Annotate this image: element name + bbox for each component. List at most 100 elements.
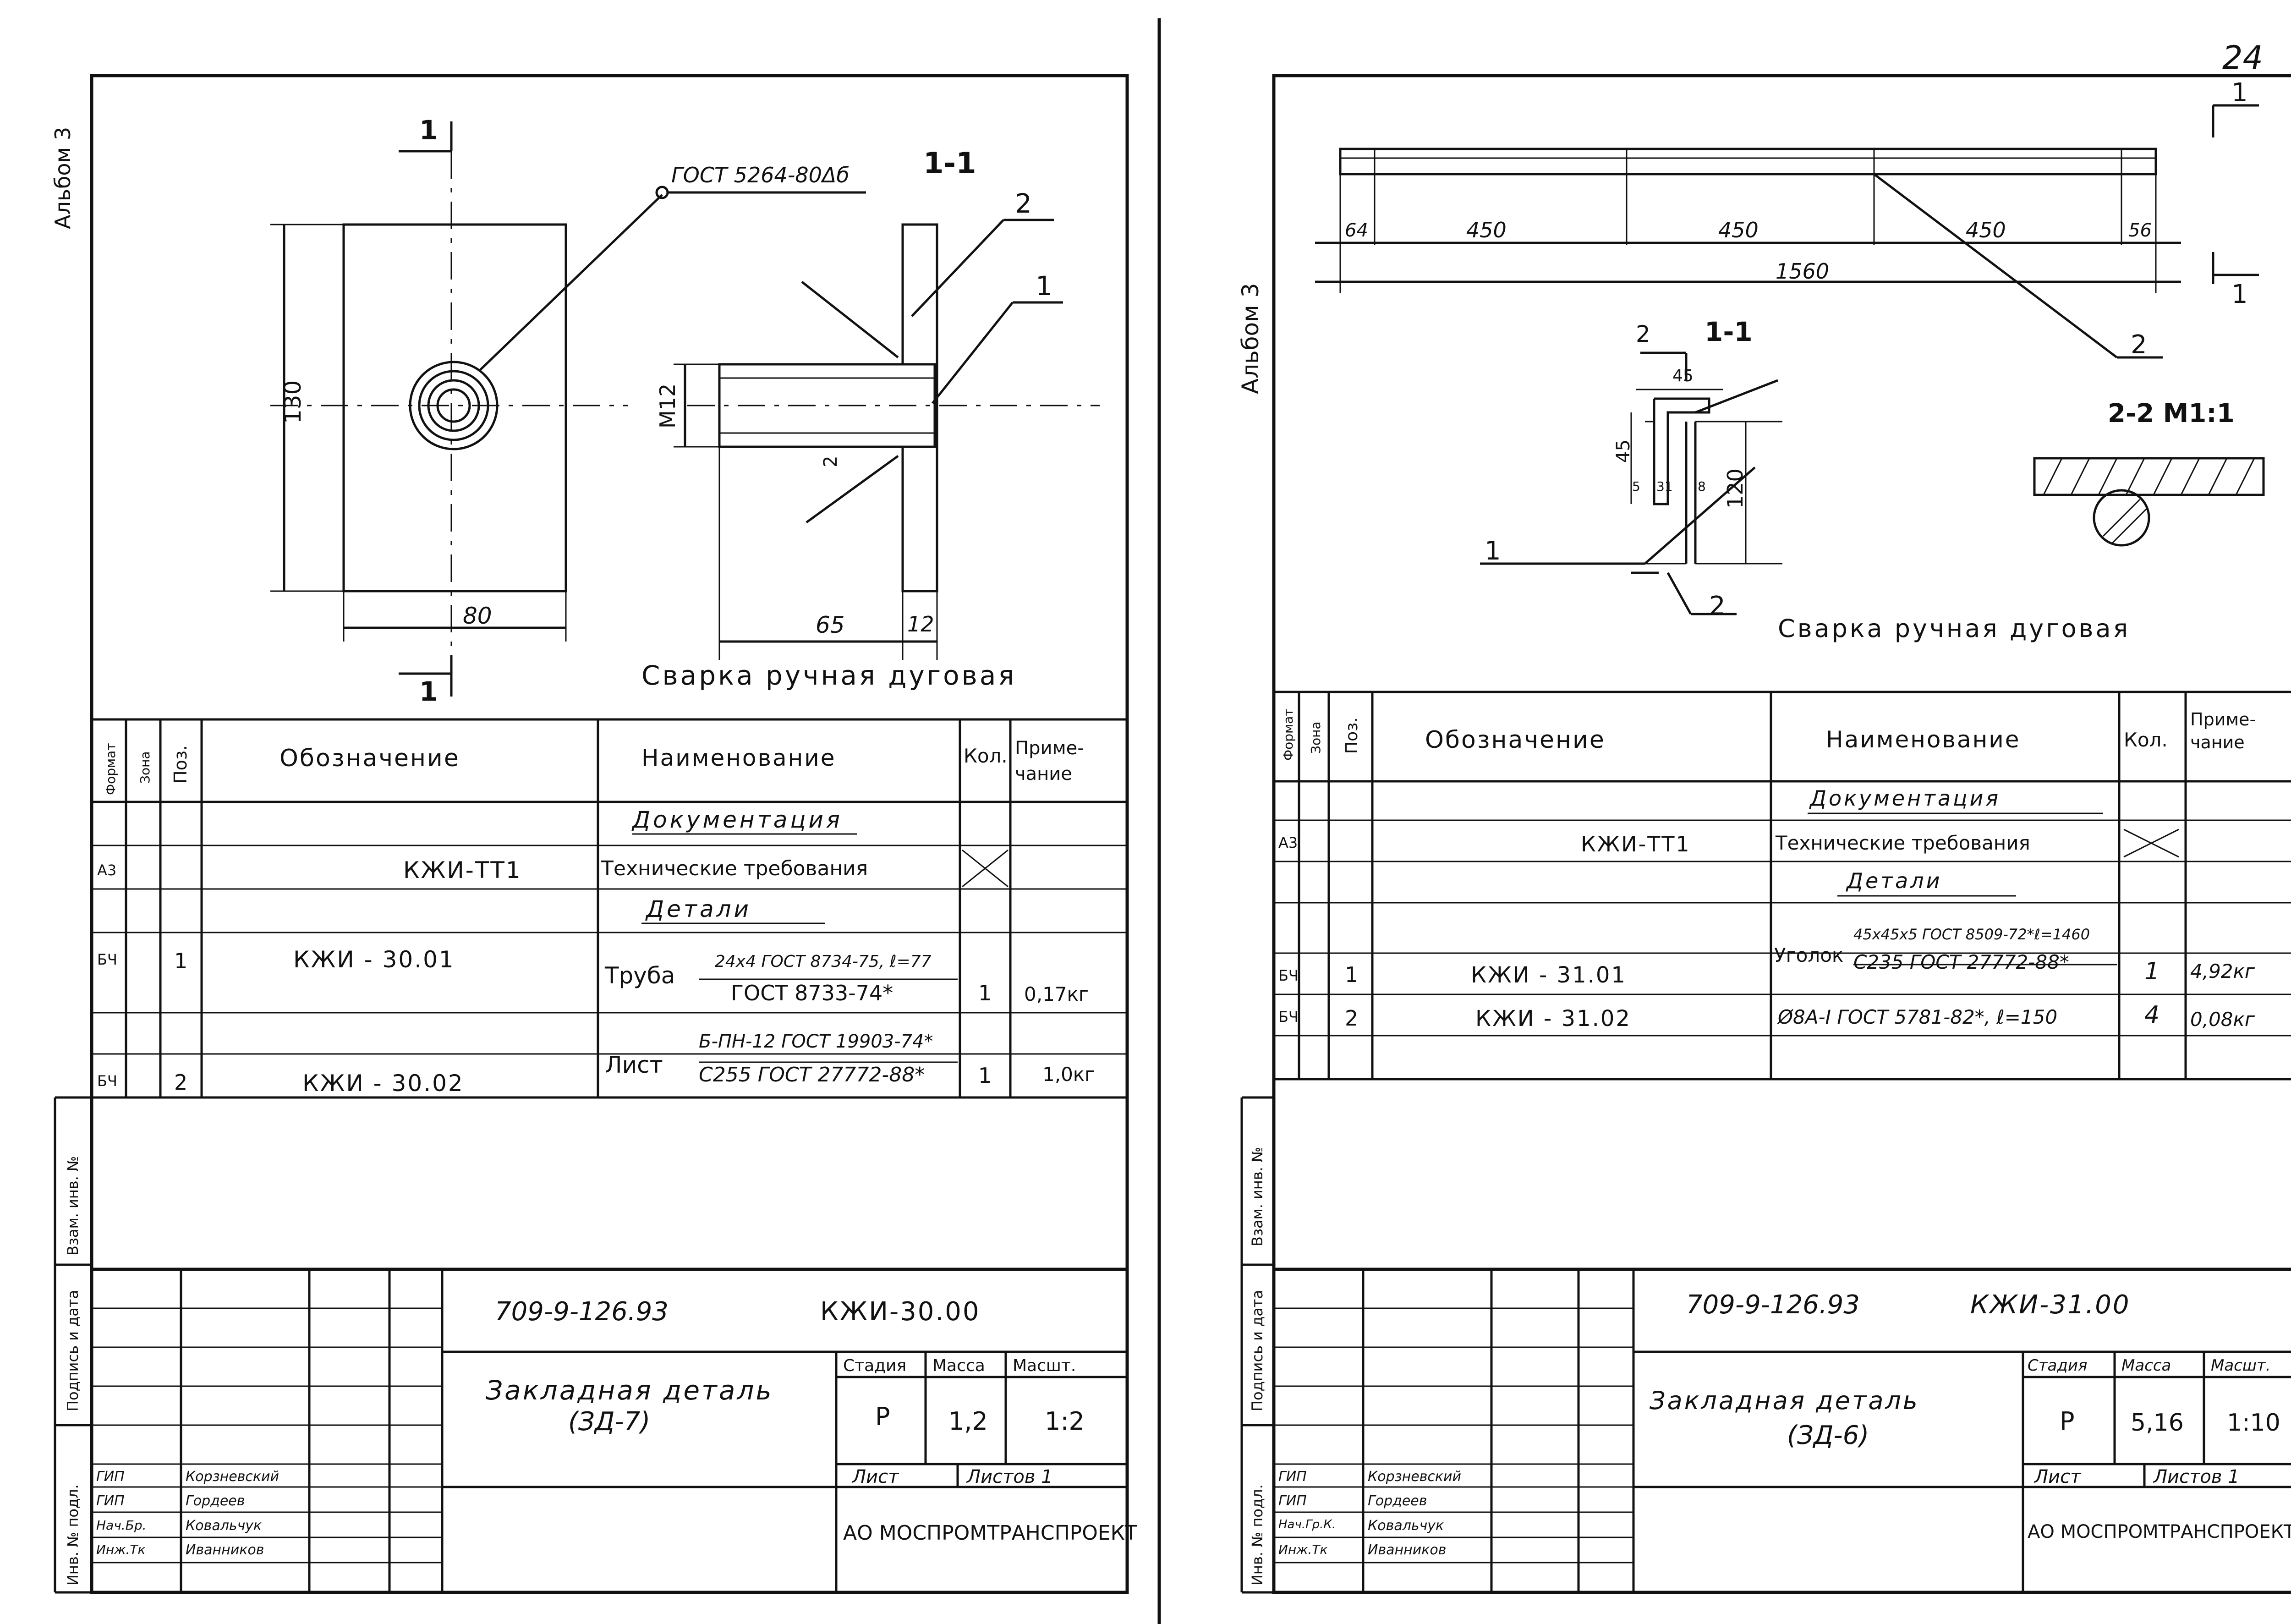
right-album-label: Альбом 3 xyxy=(1237,283,1264,394)
right-tb-role-0: ГИП xyxy=(1278,1469,1307,1485)
left-row2-designation: КЖИ - 30.02 xyxy=(302,1070,464,1097)
right-tb-sheets: Листов 1 xyxy=(2154,1466,2240,1487)
pipe-outer-circle xyxy=(409,361,499,450)
left-hdr-format: Формат xyxy=(103,743,118,795)
right-stamp-1: Подпись и дата xyxy=(1249,1289,1266,1411)
left-view-marker-top: 1 xyxy=(419,115,438,146)
left-tb-name-2: Ковальчук xyxy=(186,1518,262,1534)
left-section-label: 1-1 xyxy=(923,147,976,181)
right-tb-subtitle: (ЗД-6) xyxy=(1787,1421,1869,1450)
right-row2-note: 0,08кг xyxy=(2190,1008,2255,1031)
left-tb-mass-label: Масса xyxy=(932,1356,985,1375)
right-row1-designation: КЖИ - 31.01 xyxy=(1471,962,1627,988)
right-angle-section xyxy=(1653,397,1710,505)
right-tb-code: 709-9-126.93 xyxy=(1686,1290,1860,1320)
left-stamp-2: Инв. № подл. xyxy=(64,1484,82,1586)
right-tb-stage: Р xyxy=(2060,1407,2075,1436)
right-callout-2c: 2 xyxy=(1636,321,1650,347)
left-view-marker-bottom: 1 xyxy=(419,676,438,707)
right-section22: 2-2 М1:1 xyxy=(2108,399,2235,428)
left-row2-note: 1,0кг xyxy=(1042,1063,1095,1086)
right-sec-dim-f: 8 xyxy=(1698,479,1706,494)
left-hdr-zone: Зона xyxy=(137,751,153,784)
left-sheet-frame xyxy=(90,74,1129,1594)
left-stamp-1: Подпись и дата xyxy=(64,1289,82,1411)
left-hdr-designation: Обозначение xyxy=(280,745,460,772)
right-dim-0: 64 xyxy=(1345,220,1368,241)
right-sec-dim-c: 120 xyxy=(1723,468,1748,509)
right-sec-dim-d: 5 xyxy=(1632,479,1640,494)
right-tb-scale: 1:10 xyxy=(2227,1409,2280,1437)
right-row1-name-top: 45х45х5 ГОСТ 8509-72*ℓ=1460 xyxy=(1853,926,2090,943)
right-sheet-frame xyxy=(1272,74,2291,1594)
right-hdr-pos: Поз. xyxy=(1343,717,1361,754)
right-dim-total: 1560 xyxy=(1776,259,1830,284)
left-row2-name: Лист xyxy=(605,1052,663,1078)
left-tb-role-0: ГИП xyxy=(96,1469,125,1485)
left-tb-scale: 1:2 xyxy=(1045,1407,1085,1436)
left-album-label: Альбом 3 xyxy=(50,126,75,229)
right-row2-qty: 4 xyxy=(2144,1001,2160,1029)
right-callout-1: 1 xyxy=(1485,536,1501,566)
right-row1-note: 4,92кг xyxy=(2190,960,2255,982)
right-row0-format: А3 xyxy=(1278,834,1298,851)
left-tb-name-0: Корзневский xyxy=(186,1469,280,1485)
left-hdr-pos: Поз. xyxy=(170,745,191,784)
left-tb-mass: 1,2 xyxy=(948,1407,988,1436)
left-hdr-note: Приме-чание xyxy=(1015,738,1084,785)
right-tb-name-3: Иванников xyxy=(1368,1542,1447,1558)
right-view-marker-bottom: 1 xyxy=(2231,280,2248,309)
left-section-parts: Детали xyxy=(646,896,752,922)
left-dim-pipe: 65 xyxy=(816,612,845,638)
right-tb-org: АО МОСПРОМТРАНСПРОЕКТ xyxy=(2028,1521,2291,1542)
left-row2-name-top: Б-ПН-12 ГОСТ 19903-74* xyxy=(699,1031,933,1052)
left-row1-designation: КЖИ - 30.01 xyxy=(293,946,455,973)
left-row1-name-bottom: ГОСТ 8733-74* xyxy=(731,981,893,1005)
left-section-doc: Документация xyxy=(632,807,843,833)
left-callout-1: 1 xyxy=(1036,270,1052,302)
right-row0-name: Технические требования xyxy=(1776,832,2030,854)
left-row0-designation: КЖИ-ТТ1 xyxy=(403,857,522,883)
right-sec-dim-a: 45 xyxy=(1672,367,1694,385)
right-tb-role-1: ГИП xyxy=(1278,1493,1307,1509)
right-hdr-note: Приме-чание xyxy=(2190,709,2256,752)
left-row0-name: Технические требования xyxy=(601,857,868,880)
left-tb-mark: КЖИ-30.00 xyxy=(820,1297,981,1327)
left-row2-pos: 2 xyxy=(174,1070,188,1095)
right-row2-designation: КЖИ - 31.02 xyxy=(1475,1006,1631,1031)
right-row1-name: Уголок xyxy=(1774,944,1844,966)
right-section-doc: Документация xyxy=(1810,786,2001,811)
left-dim-width: 80 xyxy=(463,603,492,629)
left-spec-table-lines xyxy=(92,718,1127,1099)
right-row1-format: БЧ xyxy=(1278,967,1299,984)
left-row1-name: Труба xyxy=(605,962,675,989)
left-tb-org: АО МОСПРОМТРАНСПРОЕКТ xyxy=(843,1521,1137,1545)
right-tb-sheet: Лист xyxy=(2034,1466,2081,1487)
left-callout-2: 2 xyxy=(1015,188,1032,219)
left-row2-format: БЧ xyxy=(97,1072,117,1090)
right-callout-2b: 2 xyxy=(1709,591,1726,621)
right-weld-note: Сварка ручная дуговая xyxy=(1778,614,2131,643)
right-dim-4: 56 xyxy=(2128,220,2152,241)
right-stamp-2: Инв. № подл. xyxy=(1249,1484,1266,1586)
right-tb-role-2: Нач.Гр.К. xyxy=(1278,1518,1336,1531)
left-hdr-qty: Кол. xyxy=(964,745,1008,767)
right-dim-1: 450 xyxy=(1466,218,1507,242)
page-number: 24 xyxy=(2222,39,2264,77)
left-tb-sheet: Лист xyxy=(852,1466,899,1487)
left-tb-name-1: Гордеев xyxy=(186,1493,245,1509)
left-dim-height: 130 xyxy=(280,380,306,424)
left-tb-role-2: Нач.Бр. xyxy=(96,1518,147,1533)
left-hdr-name: Наименование xyxy=(641,745,836,771)
right-sec-dim-b: 45 xyxy=(1613,439,1634,463)
left-tb-role-3: Инж.Тк xyxy=(96,1542,146,1557)
right-hdr-name: Наименование xyxy=(1826,726,2021,753)
left-dim-m: M12 xyxy=(655,383,680,428)
right-tb-role-3: Инж.Тк xyxy=(1278,1542,1328,1557)
right-dim-3: 450 xyxy=(1966,218,2006,242)
right-hdr-format: Формат xyxy=(1281,708,1296,761)
left-tb-code: 709-9-126.93 xyxy=(495,1297,669,1327)
left-gost-weld: ГОСТ 5264-80Δб xyxy=(671,163,850,187)
right-section-label: 1-1 xyxy=(1705,316,1753,347)
